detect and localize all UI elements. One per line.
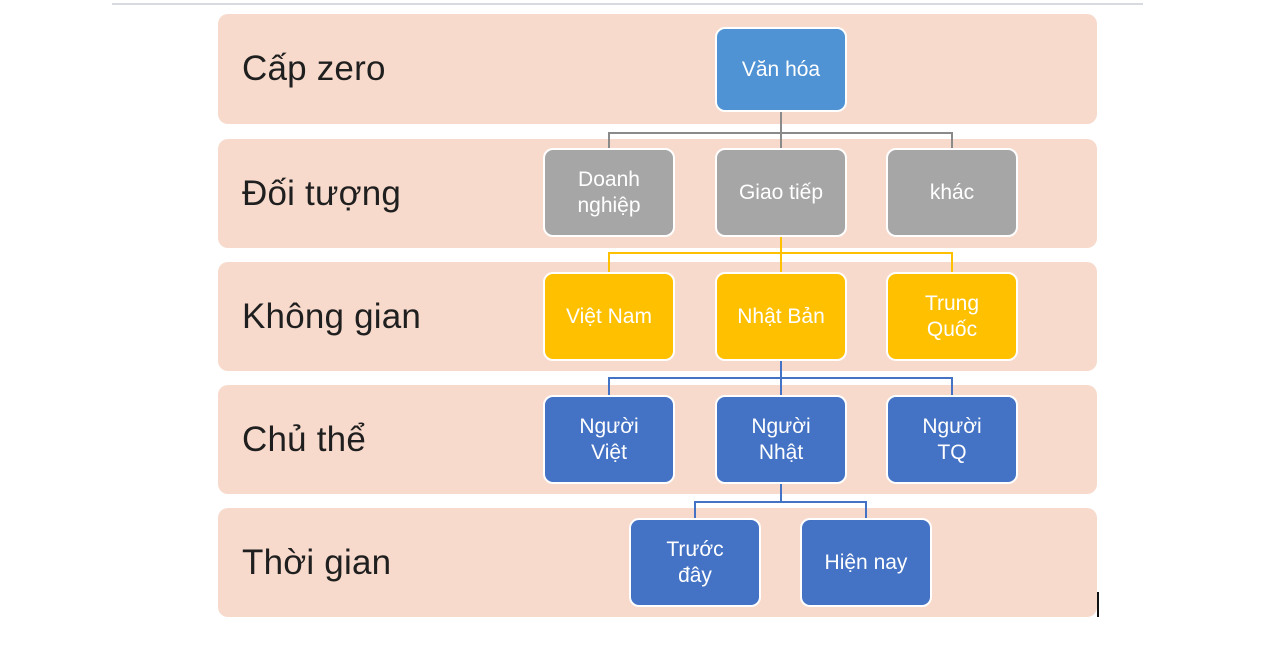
node-doanh-nghiep[interactable]: Doanh nghiệp	[543, 148, 675, 237]
top-divider-line	[112, 3, 1143, 5]
node-viet-nam[interactable]: Việt Nam	[543, 272, 675, 361]
row-label-khong-gian: Không gian	[242, 296, 422, 336]
node-nhat-ban[interactable]: Nhật Bản	[715, 272, 847, 361]
node-van-hoa[interactable]: Văn hóa	[715, 27, 847, 112]
node-nguoi-tq[interactable]: Người TQ	[886, 395, 1018, 484]
node-nguoi-viet[interactable]: Người Việt	[543, 395, 675, 484]
node-trung-quoc[interactable]: Trung Quốc	[886, 272, 1018, 361]
row-label-thoi-gian: Thời gian	[242, 542, 392, 582]
node-khac[interactable]: khác	[886, 148, 1018, 237]
band-cap-zero: Cấp zero	[218, 14, 1097, 124]
node-truoc-day[interactable]: Trước đây	[629, 518, 761, 607]
row-label-doi-tuong: Đối tượng	[242, 173, 402, 213]
node-giao-tiep[interactable]: Giao tiếp	[715, 148, 847, 237]
node-hien-nay[interactable]: Hiện nay	[800, 518, 932, 607]
node-nguoi-nhat[interactable]: Người Nhật	[715, 395, 847, 484]
row-label-cap-zero: Cấp zero	[242, 49, 386, 88]
row-label-chu-the: Chủ thể	[242, 419, 366, 459]
text-cursor	[1097, 592, 1099, 617]
